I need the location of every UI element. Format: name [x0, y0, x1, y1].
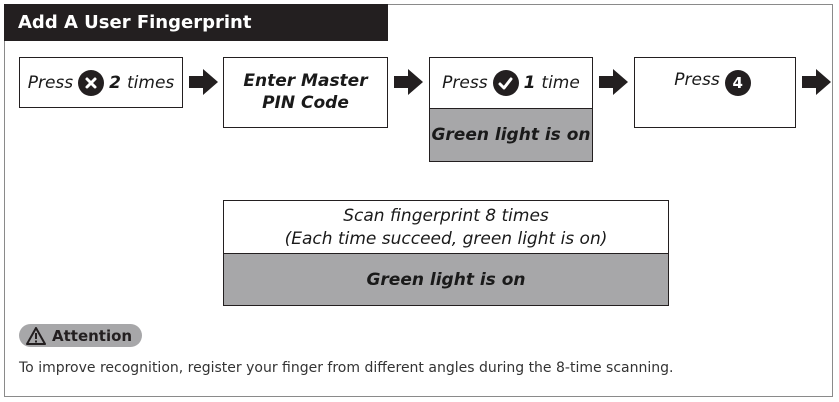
step-press-x-prefix: Press	[27, 72, 74, 93]
scan-line2: (Each time succeed, green light is on)	[284, 228, 608, 249]
step-press-check-status: Green light is on	[429, 108, 593, 162]
scan-instructions: Scan fingerprint 8 times (Each time succ…	[223, 200, 669, 254]
diagram-frame	[4, 4, 833, 397]
step-press-check-prefix: Press	[442, 73, 488, 93]
step-press-check: Press 1 time	[429, 57, 593, 109]
x-circle-icon	[78, 69, 105, 96]
scan-line1: Scan fingerprint 8 times	[343, 206, 549, 226]
warning-triangle-icon	[26, 326, 46, 345]
number-4-icon: 4	[724, 70, 751, 96]
arrow-right-icon	[599, 69, 628, 95]
step-press-x-count: 2	[109, 72, 121, 93]
arrow-right-icon	[802, 69, 831, 95]
check-circle-icon	[492, 70, 519, 96]
step-enter-pin: Enter Master PIN Code	[223, 57, 388, 128]
step-press-check-count: 1	[523, 73, 536, 93]
arrow-right-icon	[394, 69, 423, 95]
attention-note: To improve recognition, register your fi…	[19, 360, 674, 376]
scan-status: Green light is on	[223, 253, 669, 306]
step-press-4: Press 4	[634, 57, 796, 128]
diagram-title: Add A User Fingerprint	[4, 4, 388, 41]
step-press-4-prefix: Press	[674, 70, 720, 90]
step-press-x-suffix: times	[127, 72, 175, 93]
step-enter-pin-line1: Enter Master	[243, 71, 368, 92]
attention-label: Attention	[52, 326, 133, 345]
arrow-right-icon	[189, 69, 218, 95]
step-press-check-suffix: time	[541, 73, 580, 93]
attention-badge: Attention	[19, 324, 143, 347]
step-enter-pin-line2: PIN Code	[262, 92, 349, 113]
step-press-x: Press 2 times	[19, 57, 183, 108]
